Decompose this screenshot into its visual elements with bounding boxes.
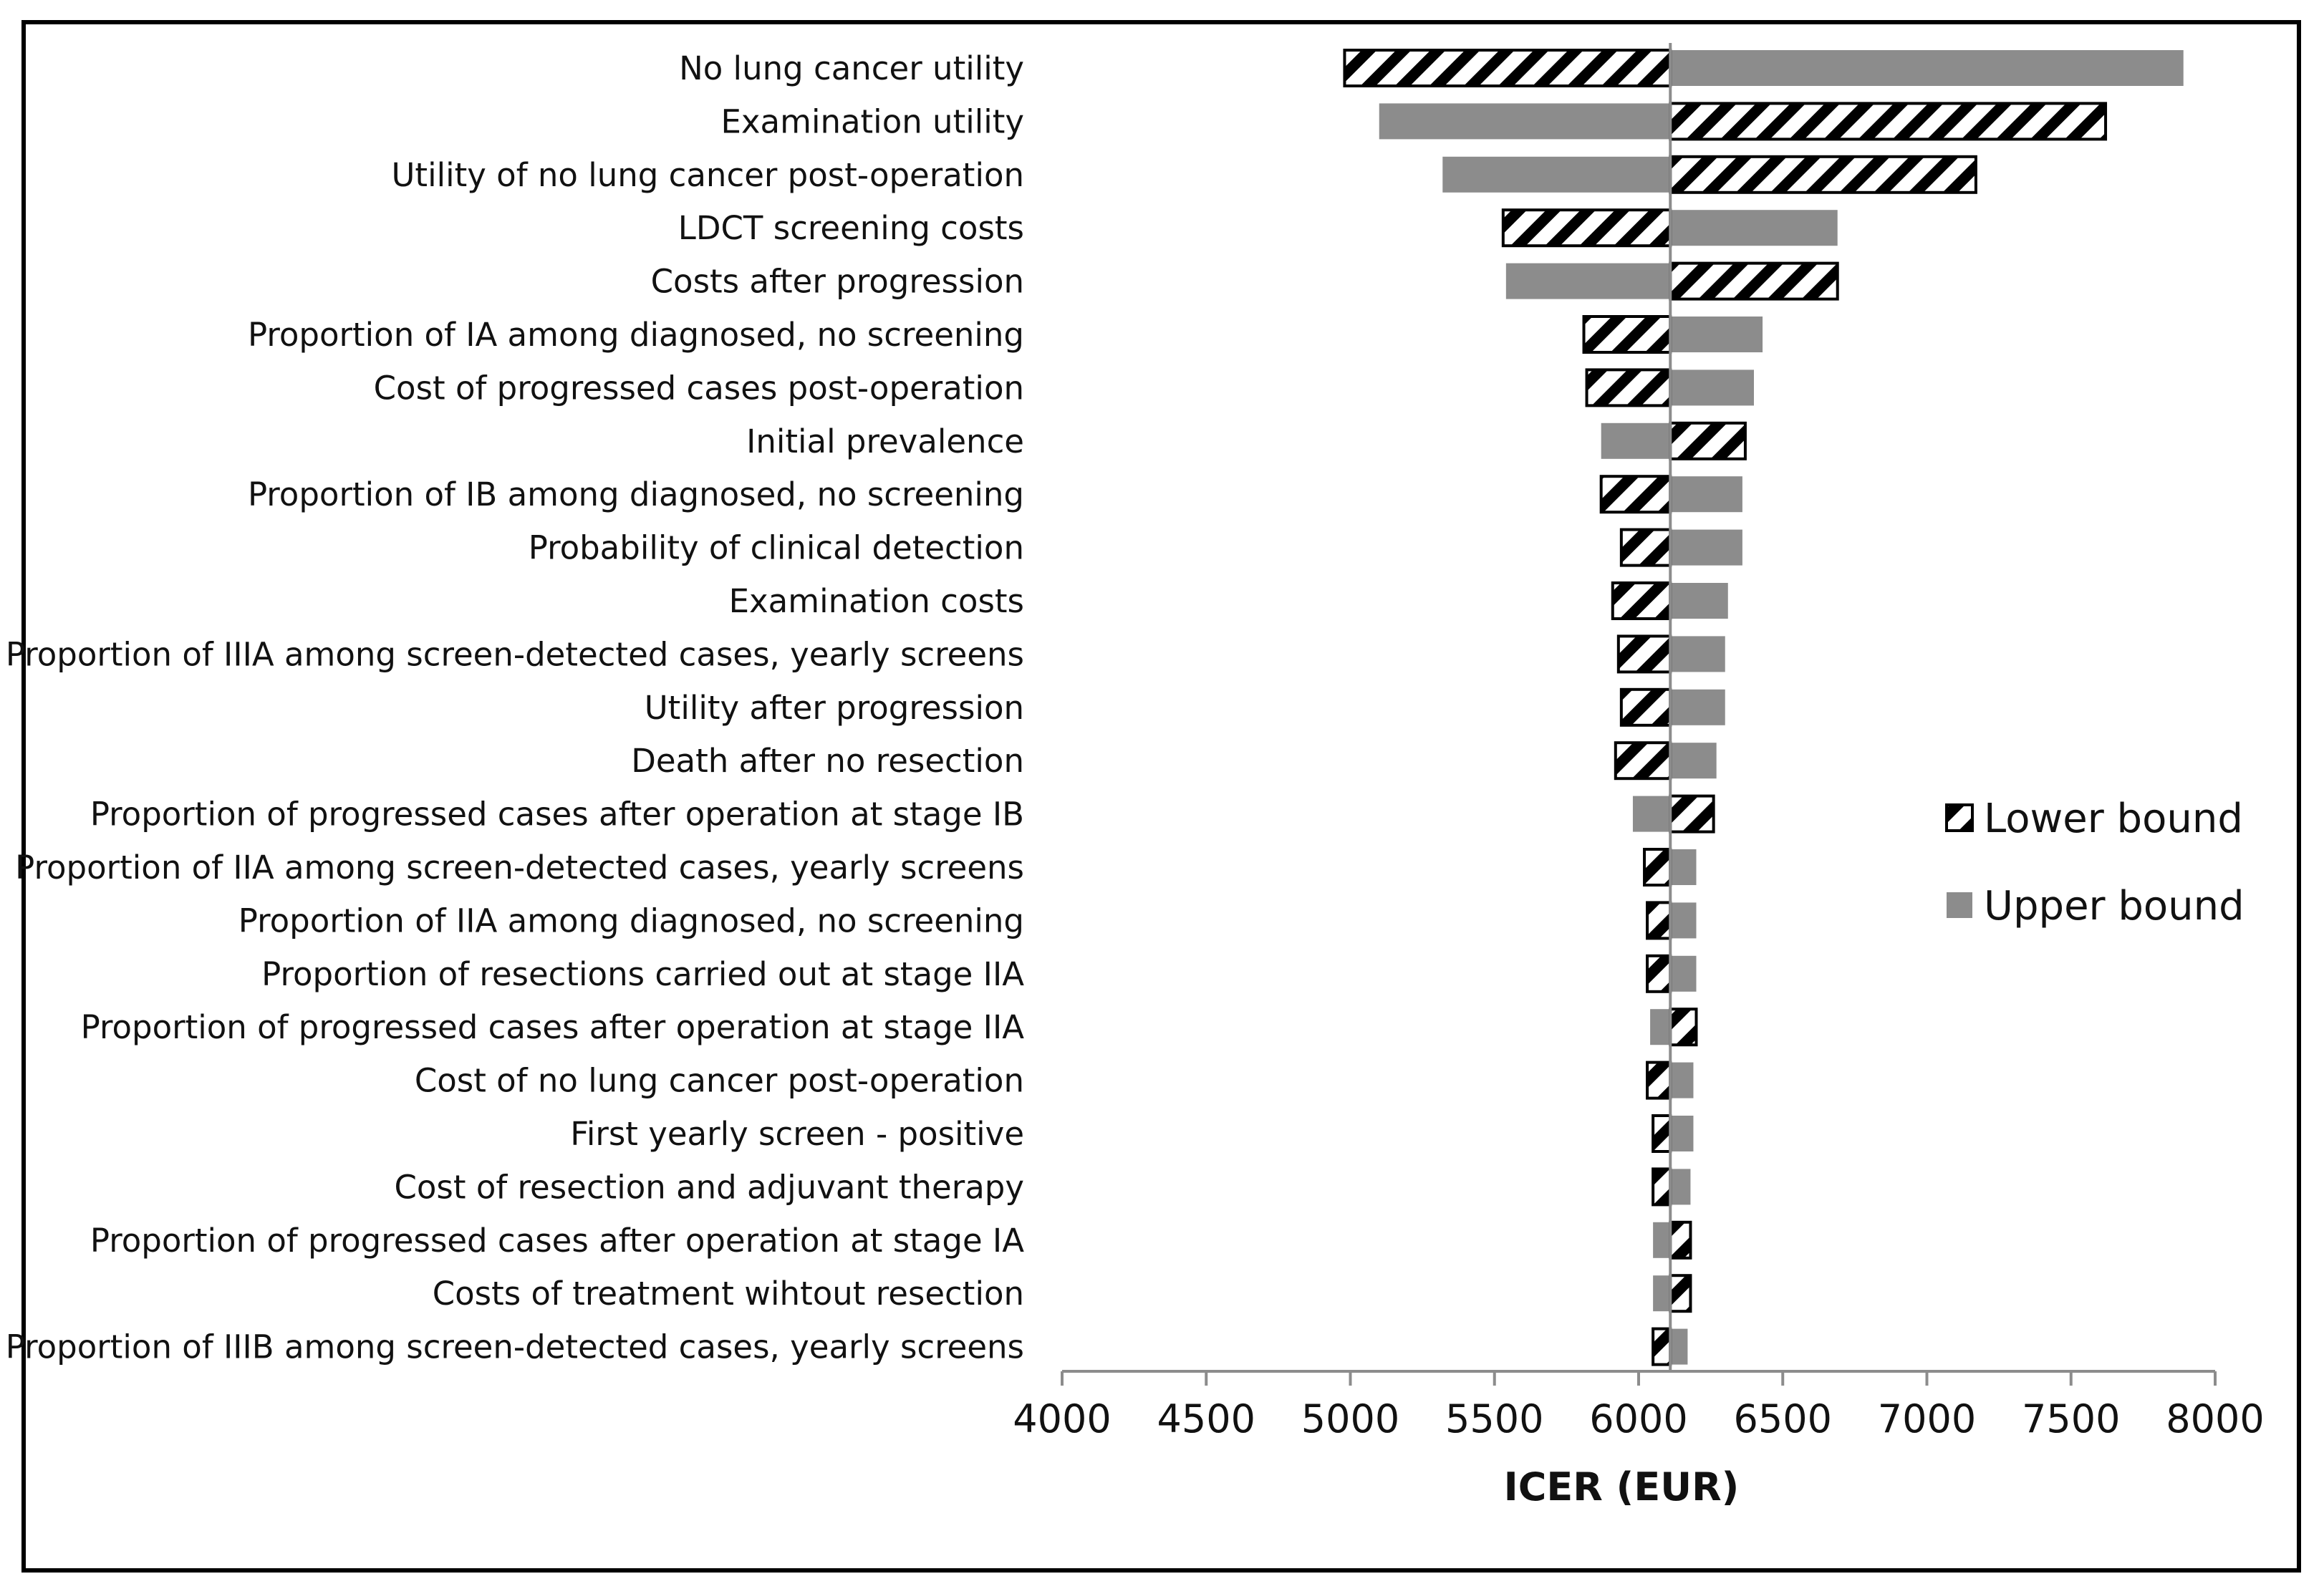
- lower-bound-bar: [1616, 634, 1672, 674]
- category-label: Proportion of IA among diagnosed, no scr…: [248, 316, 1024, 354]
- upper-bound-bar: [1653, 1275, 1671, 1312]
- x-tick-label: 7000: [1878, 1396, 1976, 1441]
- lower-bound-bar: [1599, 475, 1672, 514]
- category-label: Costs of treatment wihtout resection: [433, 1275, 1024, 1313]
- lower-bound-bar: [1582, 315, 1672, 354]
- x-tick-label: 8000: [2166, 1396, 2264, 1441]
- upper-bound-bar: [1442, 156, 1671, 193]
- category-label: LDCT screening costs: [678, 209, 1024, 247]
- lower-bound-bar: [1646, 901, 1672, 940]
- upper-bound-bar: [1670, 743, 1717, 779]
- bars: [1343, 49, 2184, 1366]
- category-label: First yearly screen - positive: [570, 1115, 1024, 1153]
- category-label: Proportion of IIA among diagnosed, no sc…: [238, 902, 1024, 940]
- upper-bound-bar: [1670, 369, 1754, 406]
- upper-bound-bar: [1670, 1169, 1691, 1205]
- category-label: Examination costs: [729, 582, 1024, 620]
- upper-bound-bar: [1379, 103, 1671, 140]
- lower-bound-bar: [1669, 102, 2108, 141]
- upper-bound-bar: [1505, 263, 1671, 299]
- category-label: Examination utility: [720, 102, 1024, 140]
- upper-bound-bar: [1670, 476, 1742, 513]
- upper-bound-bar: [1670, 1116, 1694, 1151]
- chart-frame: [21, 20, 2301, 1573]
- category-label: Initial prevalence: [746, 422, 1024, 460]
- x-tick-label: 4000: [1013, 1396, 1111, 1441]
- category-label: Utility of no lung cancer post-operation: [392, 156, 1025, 194]
- lower-bound-bar: [1669, 1274, 1692, 1313]
- upper-bound-bar: [1670, 210, 1838, 246]
- lower-bound-bar: [1669, 794, 1715, 834]
- upper-bound-bar: [1670, 50, 2184, 86]
- lower-bound-bar: [1343, 49, 1672, 87]
- category-label: Proportion of progressed cases after ope…: [81, 1008, 1025, 1046]
- upper-bound-bar: [1670, 1062, 1694, 1098]
- upper-bound-bar: [1670, 689, 1725, 725]
- upper-bound-bar: [1670, 317, 1763, 352]
- lower-bound-bar: [1619, 528, 1672, 567]
- lower-bound-bar: [1652, 1327, 1672, 1366]
- category-label: Proportion of IIIA among screen-detected…: [6, 635, 1024, 673]
- lower-bound-bar: [1669, 261, 1839, 301]
- upper-bound-bar: [1670, 849, 1697, 885]
- upper-bound-bar: [1670, 1328, 1688, 1365]
- lower-bound-bar: [1669, 155, 1977, 194]
- x-tick-label: 4500: [1157, 1396, 1255, 1441]
- lower-bound-bar: [1611, 581, 1672, 620]
- category-label: Costs after progression: [651, 263, 1024, 301]
- upper-bound-bar: [1601, 422, 1671, 459]
- category-label: Utility after progression: [645, 689, 1024, 727]
- lower-bound-bar: [1669, 421, 1747, 460]
- category-label: Cost of resection and adjuvant therapy: [394, 1168, 1024, 1206]
- upper-bound-bar: [1670, 636, 1725, 672]
- category-label: Proportion of IIA among screen-detected …: [15, 849, 1024, 887]
- x-tick-label: 5000: [1301, 1396, 1399, 1441]
- upper-bound-bar: [1632, 796, 1671, 832]
- x-axis-title: ICER (EUR): [1504, 1464, 1740, 1510]
- lower-bound-bar: [1646, 954, 1672, 993]
- upper-bound-bar: [1670, 583, 1728, 619]
- lower-bound-bar: [1585, 368, 1672, 407]
- lower-bound-bar: [1652, 1167, 1672, 1207]
- x-tick-label: 6000: [1589, 1396, 1687, 1441]
- category-label: Proportion of progressed cases after ope…: [90, 1222, 1024, 1260]
- lower-bound-bar: [1643, 848, 1672, 887]
- lower-bound-bar: [1652, 1114, 1672, 1153]
- category-label: Probability of clinical detection: [529, 529, 1024, 567]
- category-label: Proportion of IIIB among screen-detected…: [6, 1328, 1024, 1366]
- x-tick-label: 7500: [2022, 1396, 2120, 1441]
- upper-bound-bar: [1670, 902, 1697, 939]
- lower-bound-bar: [1501, 208, 1672, 248]
- category-label: Proportion of resections carried out at …: [261, 955, 1024, 993]
- category-label: Proportion of progressed cases after ope…: [90, 796, 1024, 834]
- legend-label-lower-bound: Lower bound: [1984, 796, 2243, 842]
- upper-bound-bar: [1653, 1222, 1671, 1258]
- x-tick-label: 5500: [1445, 1396, 1543, 1441]
- lower-bound-bar: [1614, 741, 1672, 781]
- category-label: No lung cancer utility: [679, 49, 1024, 87]
- x-tick-label: 6500: [1734, 1396, 1832, 1441]
- upper-bound-bar: [1650, 1009, 1671, 1045]
- category-label: Proportion of IB among diagnosed, no scr…: [248, 475, 1024, 513]
- upper-bound-bar: [1670, 955, 1697, 992]
- x-axis: 4000 4500 5000 5500 6000 6500 7000 7500 8000: [1013, 43, 2265, 1441]
- legend-swatch-lower-bound: [1945, 803, 1974, 832]
- lower-bound-bar: [1619, 687, 1672, 727]
- lower-bound-bar: [1669, 1008, 1698, 1047]
- category-label: Death after no resection: [631, 742, 1024, 780]
- lower-bound-bar: [1646, 1061, 1672, 1100]
- lower-bound-bar: [1669, 1220, 1692, 1260]
- category-label: Cost of no lung cancer post-operation: [415, 1062, 1024, 1100]
- legend-label-upper-bound: Upper bound: [1984, 883, 2245, 929]
- category-label: Cost of progressed cases post-operation: [374, 369, 1024, 407]
- legend-swatch-upper-bound: [1947, 892, 1972, 918]
- upper-bound-bar: [1670, 529, 1742, 566]
